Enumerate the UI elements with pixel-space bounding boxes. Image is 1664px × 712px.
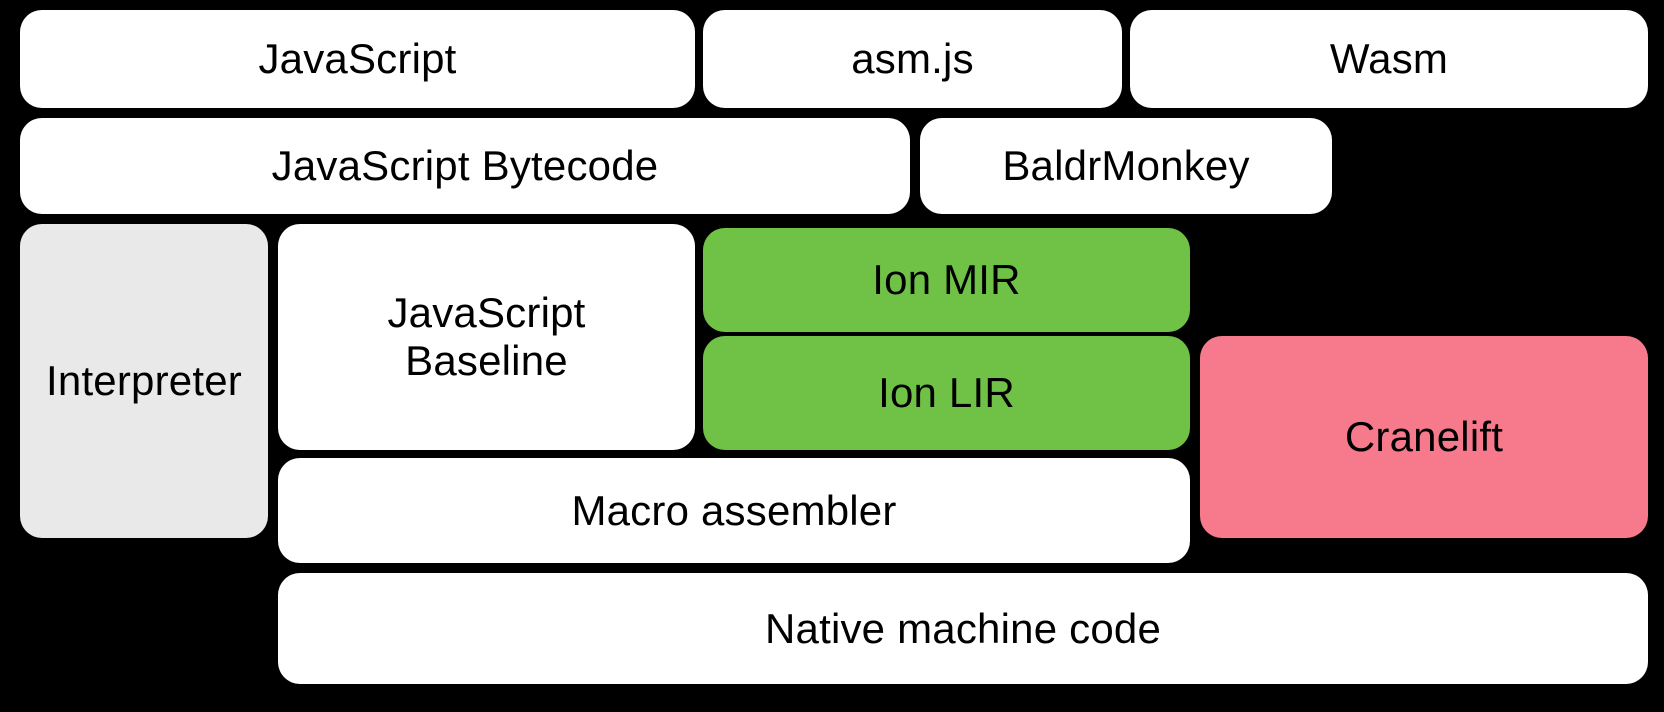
node-asmjs: asm.js [703,10,1122,108]
node-javascript-baseline: JavaScript Baseline [278,224,695,450]
node-baldrmonkey: BaldrMonkey [920,118,1332,214]
node-macro-assembler: Macro assembler [278,458,1190,563]
node-wasm: Wasm [1130,10,1648,108]
node-javascript: JavaScript [20,10,695,108]
node-interpreter: Interpreter [20,224,268,538]
node-ion-mir: Ion MIR [703,228,1190,332]
node-native-machine-code: Native machine code [278,573,1648,684]
node-cranelift: Cranelift [1200,336,1648,538]
node-ion-lir: Ion LIR [703,336,1190,450]
node-javascript-bytecode: JavaScript Bytecode [20,118,910,214]
